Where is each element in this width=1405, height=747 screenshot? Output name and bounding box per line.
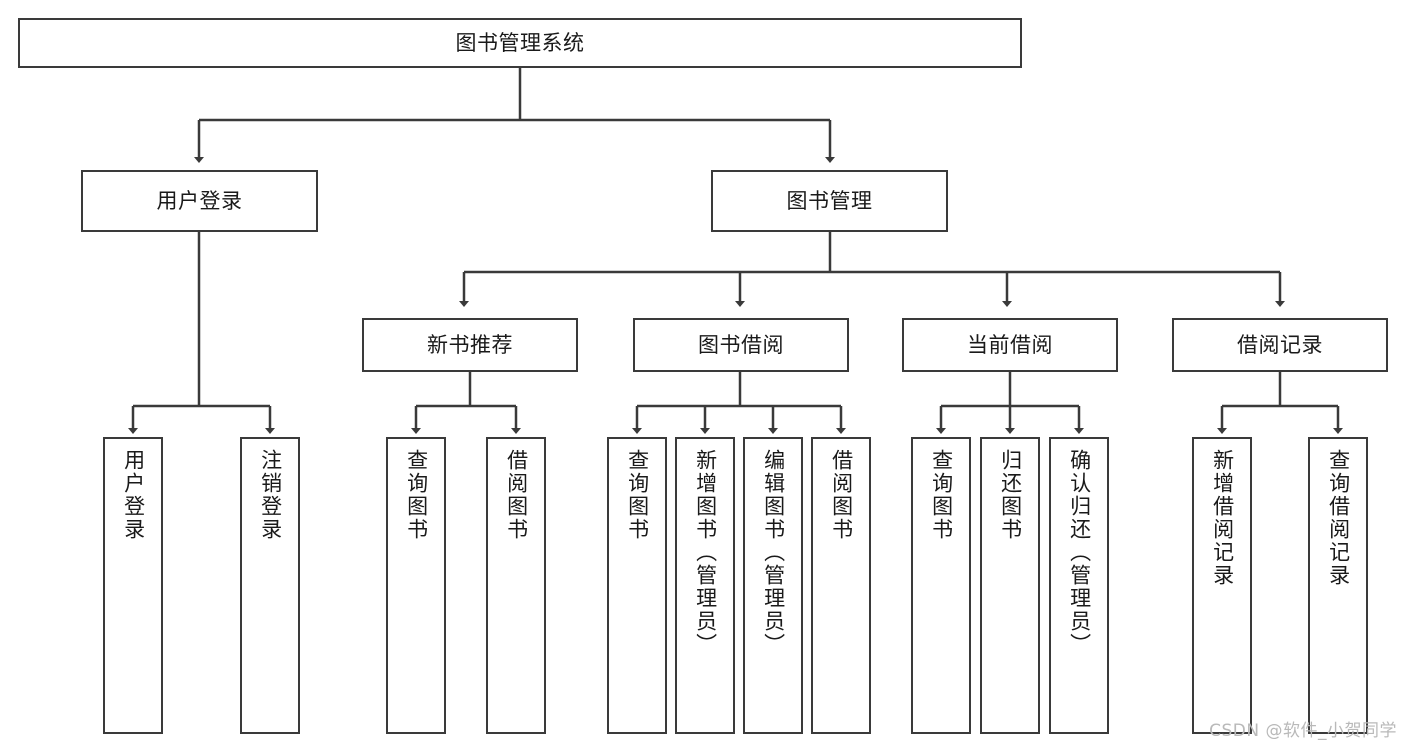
node-book-borrow-label: 图书借阅 <box>698 332 784 357</box>
node-root[interactable]: 图书管理系统 <box>18 18 1022 68</box>
node-new-book-recommend[interactable]: 新书推荐 <box>362 318 578 372</box>
leaf-current-borrow-3[interactable]: 确认归还（管理员） <box>1049 437 1109 734</box>
leaf-book-borrow-3[interactable]: 编辑图书（管理员） <box>743 437 803 734</box>
leaf-label: 借阅图书 <box>504 449 529 541</box>
leaf-current-borrow-2[interactable]: 归还图书 <box>980 437 1040 734</box>
leaf-book-borrow-1[interactable]: 查询图书 <box>607 437 667 734</box>
node-user-login-label: 用户登录 <box>156 188 243 213</box>
node-borrow-record[interactable]: 借阅记录 <box>1172 318 1388 372</box>
leaf-label: 查询借阅记录 <box>1326 449 1351 587</box>
leaf-borrow-record-2[interactable]: 查询借阅记录 <box>1308 437 1368 734</box>
leaf-new-book-1[interactable]: 查询图书 <box>386 437 446 734</box>
node-current-borrow-label: 当前借阅 <box>967 332 1053 357</box>
node-new-book-recommend-label: 新书推荐 <box>427 332 513 357</box>
leaf-label: 借阅图书 <box>829 449 854 541</box>
leaf-label: 查询图书 <box>929 449 954 541</box>
node-book-manage[interactable]: 图书管理 <box>711 170 948 232</box>
leaf-label: 新增借阅记录 <box>1210 449 1235 587</box>
csdn-watermark: CSDN @软件_小贺同学 <box>1209 721 1397 741</box>
leaf-current-borrow-1[interactable]: 查询图书 <box>911 437 971 734</box>
leaf-new-book-2[interactable]: 借阅图书 <box>486 437 546 734</box>
leaf-label: 归还图书 <box>998 449 1023 541</box>
leaf-user-login-1[interactable]: 用户登录 <box>103 437 163 734</box>
node-book-borrow[interactable]: 图书借阅 <box>633 318 849 372</box>
leaf-user-login-2[interactable]: 注销登录 <box>240 437 300 734</box>
node-current-borrow[interactable]: 当前借阅 <box>902 318 1118 372</box>
leaf-book-borrow-2[interactable]: 新增图书（管理员） <box>675 437 735 734</box>
leaf-label: 新增图书（管理员） <box>693 449 718 656</box>
leaf-label: 确认归还（管理员） <box>1067 449 1092 656</box>
leaf-label: 查询图书 <box>625 449 650 541</box>
node-borrow-record-label: 借阅记录 <box>1237 332 1323 357</box>
leaf-label: 用户登录 <box>121 449 146 541</box>
leaf-label: 编辑图书（管理员） <box>761 449 786 656</box>
leaf-borrow-record-1[interactable]: 新增借阅记录 <box>1192 437 1252 734</box>
leaf-book-borrow-4[interactable]: 借阅图书 <box>811 437 871 734</box>
leaf-label: 注销登录 <box>258 449 283 541</box>
leaf-label: 查询图书 <box>404 449 429 541</box>
node-book-manage-label: 图书管理 <box>786 188 873 213</box>
node-user-login[interactable]: 用户登录 <box>81 170 318 232</box>
node-root-label: 图书管理系统 <box>455 30 585 55</box>
